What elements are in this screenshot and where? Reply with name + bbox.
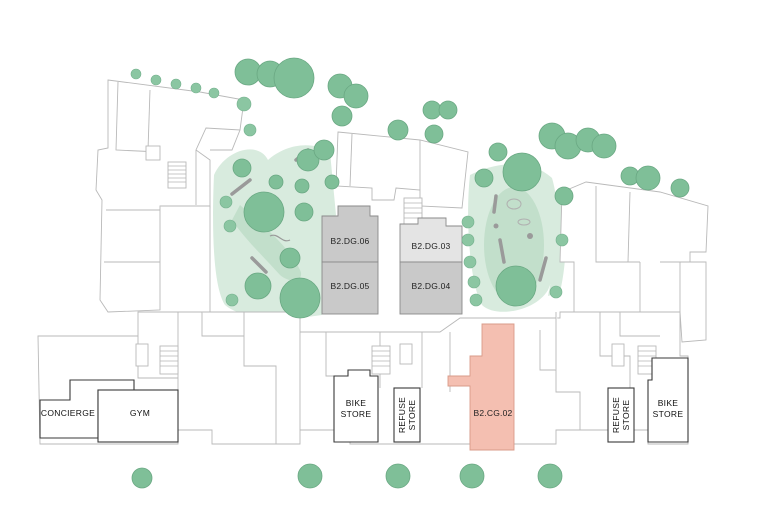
- tree-icon: [385, 463, 411, 489]
- tree-icon: [294, 178, 310, 194]
- tree-icon: [219, 195, 233, 209]
- tree-icon: [268, 174, 284, 190]
- tree-icon: [461, 215, 475, 229]
- refuse-store-right-label-line2: STORE: [621, 400, 631, 431]
- unit-b2-dg-05[interactable]: [321, 261, 379, 315]
- tree-icon: [467, 275, 481, 289]
- bike-store-left-label-line2: STORE: [341, 409, 372, 419]
- tree-icon: [635, 165, 661, 191]
- block-middle: [335, 131, 469, 209]
- unit-b2-dg-04[interactable]: [399, 261, 463, 315]
- unit-labels: B2.DG.06 B2.DG.05 B2.DG.03 B2.DG.04 B2.C…: [331, 236, 513, 418]
- gym-label: GYM: [130, 408, 150, 418]
- tree-icon: [296, 148, 320, 172]
- tree-icon: [279, 277, 321, 319]
- building-outlines: [37, 79, 709, 445]
- bike-store-right-room: [647, 357, 689, 443]
- bike-store-right-label-line1: BIKE: [658, 398, 679, 408]
- tree-icon: [537, 463, 563, 489]
- tree-icon: [424, 124, 444, 144]
- unit-label-dg05: B2.DG.05: [331, 281, 370, 291]
- concierge-label: CONCIERGE: [41, 408, 95, 418]
- room-labels: CONCIERGE GYM BIKE STORE BIKE STORE REFU…: [41, 397, 683, 433]
- bike-store-left-label-line1: BIKE: [346, 398, 367, 408]
- tree-icon: [461, 233, 475, 247]
- refuse-store-left-label-line2: STORE: [407, 400, 417, 431]
- stair-left-upper: [167, 161, 187, 189]
- tree-icon: [387, 119, 409, 141]
- unit-label-cg02: B2.CG.02: [474, 408, 513, 418]
- tree-icon: [170, 78, 182, 90]
- tree-icon: [343, 83, 369, 109]
- tree-icon: [422, 100, 442, 120]
- tree-icon: [324, 174, 340, 190]
- tree-icon: [244, 272, 272, 300]
- unit-label-dg03: B2.DG.03: [412, 241, 451, 251]
- tree-icon: [469, 293, 483, 307]
- tree-icon: [297, 463, 323, 489]
- tree-icon: [243, 123, 257, 137]
- refuse-store-right-room: [607, 387, 635, 443]
- tree-icon: [331, 105, 353, 127]
- tree-icon: [495, 265, 537, 307]
- tree-icon: [459, 463, 485, 489]
- tree-icon: [223, 219, 237, 233]
- refuse-store-left-room: [393, 387, 421, 443]
- tree-icon: [463, 255, 477, 269]
- tree-icon: [190, 82, 202, 94]
- tree-icon: [130, 68, 142, 80]
- tree-icon: [502, 152, 542, 192]
- tree-icon: [670, 178, 690, 198]
- bike-store-left-room: [333, 369, 379, 443]
- tree-icon: [273, 57, 315, 99]
- tree-icon: [488, 142, 508, 162]
- trees: [130, 57, 690, 489]
- tree-icon: [150, 74, 162, 86]
- tree-icon: [591, 133, 617, 159]
- bike-store-right-label-line2: STORE: [653, 409, 684, 419]
- refuse-store-left-label-line1: REFUSE: [397, 397, 407, 433]
- tree-icon: [131, 467, 153, 489]
- tree-icon: [279, 247, 301, 269]
- stair-podium-left: [159, 345, 179, 375]
- tree-icon: [243, 191, 285, 233]
- tree-icon: [236, 96, 252, 112]
- tree-icon: [225, 293, 239, 307]
- unit-label-dg06: B2.DG.06: [331, 236, 370, 246]
- tree-icon: [294, 202, 314, 222]
- tree-icon: [313, 139, 335, 161]
- tree-icon: [438, 100, 458, 120]
- tree-icon: [555, 233, 569, 247]
- stair-podium-mid: [371, 345, 391, 375]
- tree-icon: [232, 158, 252, 178]
- unit-b2-dg-03[interactable]: [399, 217, 463, 263]
- tree-icon: [549, 285, 563, 299]
- tree-icon: [208, 87, 220, 99]
- tree-icon: [554, 186, 574, 206]
- unit-b2-cg-02[interactable]: [447, 323, 515, 451]
- tree-icon: [474, 168, 494, 188]
- gym-room: [97, 389, 179, 443]
- units: [321, 205, 515, 451]
- refuse-store-right-label-line1: REFUSE: [611, 397, 621, 433]
- unit-label-dg04: B2.DG.04: [412, 281, 451, 291]
